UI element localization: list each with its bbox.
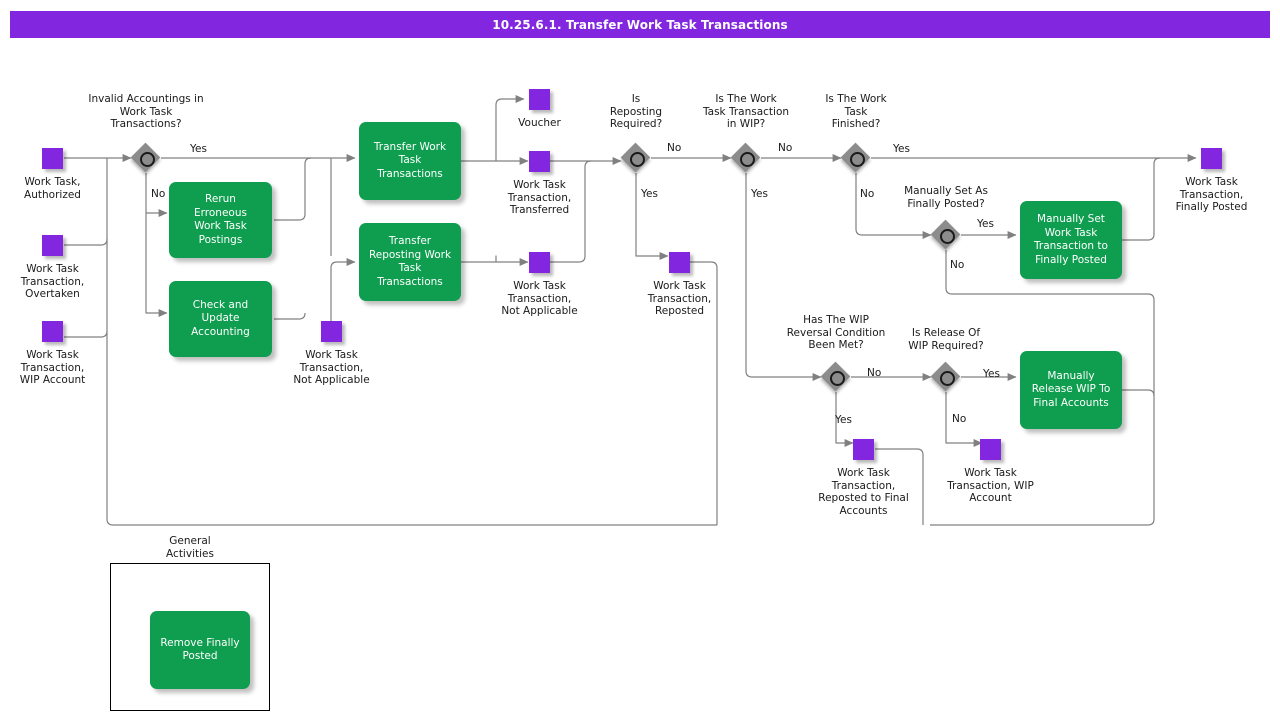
data-object-icon xyxy=(980,439,1001,460)
decision-ring-icon xyxy=(940,229,955,244)
data-object-icon xyxy=(853,439,874,460)
data-object-icon xyxy=(529,151,550,172)
decision-ring-icon xyxy=(630,152,645,167)
data-object-work-task-authorized[interactable]: Work Task,Authorized xyxy=(24,148,81,201)
edge-label-release-no: No xyxy=(952,413,967,425)
data-object-icon xyxy=(669,252,690,273)
decision-ring-icon xyxy=(940,371,955,386)
decision-ring-icon xyxy=(850,152,865,167)
edge-label-reversal-yes: Yes xyxy=(835,414,852,426)
data-object-icon xyxy=(42,321,63,342)
edge-label-release-yes: Yes xyxy=(983,368,1000,380)
edge-label-manual-yes: Yes xyxy=(977,218,994,230)
data-object-icon xyxy=(1201,148,1222,169)
edge-label-reversal-no: No xyxy=(867,367,882,379)
frame-general-activities xyxy=(110,563,270,711)
edge-label-invalid-no: No xyxy=(151,188,166,200)
edge-label-reposting-yes: Yes xyxy=(641,188,658,200)
decision-ring-icon xyxy=(740,152,755,167)
data-object-voucher[interactable]: Voucher xyxy=(518,89,561,129)
edge-label-wip-yes: Yes xyxy=(751,188,768,200)
data-object-label: Voucher xyxy=(518,117,561,129)
edge-label-finished-no: No xyxy=(860,188,875,200)
decision-ring-icon xyxy=(830,371,845,386)
edge-label-finished-yes: Yes xyxy=(893,143,910,155)
data-object-icon xyxy=(321,321,342,342)
edge-label-invalid-yes: Yes xyxy=(190,143,207,155)
data-object-icon xyxy=(42,235,63,256)
data-object-icon xyxy=(529,252,550,273)
data-object-icon xyxy=(42,148,63,169)
data-object-label: Work Task,Authorized xyxy=(24,176,81,201)
decision-ring-icon xyxy=(140,152,155,167)
edge-label-wip-no: No xyxy=(778,142,793,154)
edge-label-manual-no: No xyxy=(950,259,965,271)
data-object-icon xyxy=(529,89,550,110)
edge-label-reposting-no: No xyxy=(667,142,682,154)
page-title: 10.25.6.1. Transfer Work Task Transactio… xyxy=(10,11,1270,38)
